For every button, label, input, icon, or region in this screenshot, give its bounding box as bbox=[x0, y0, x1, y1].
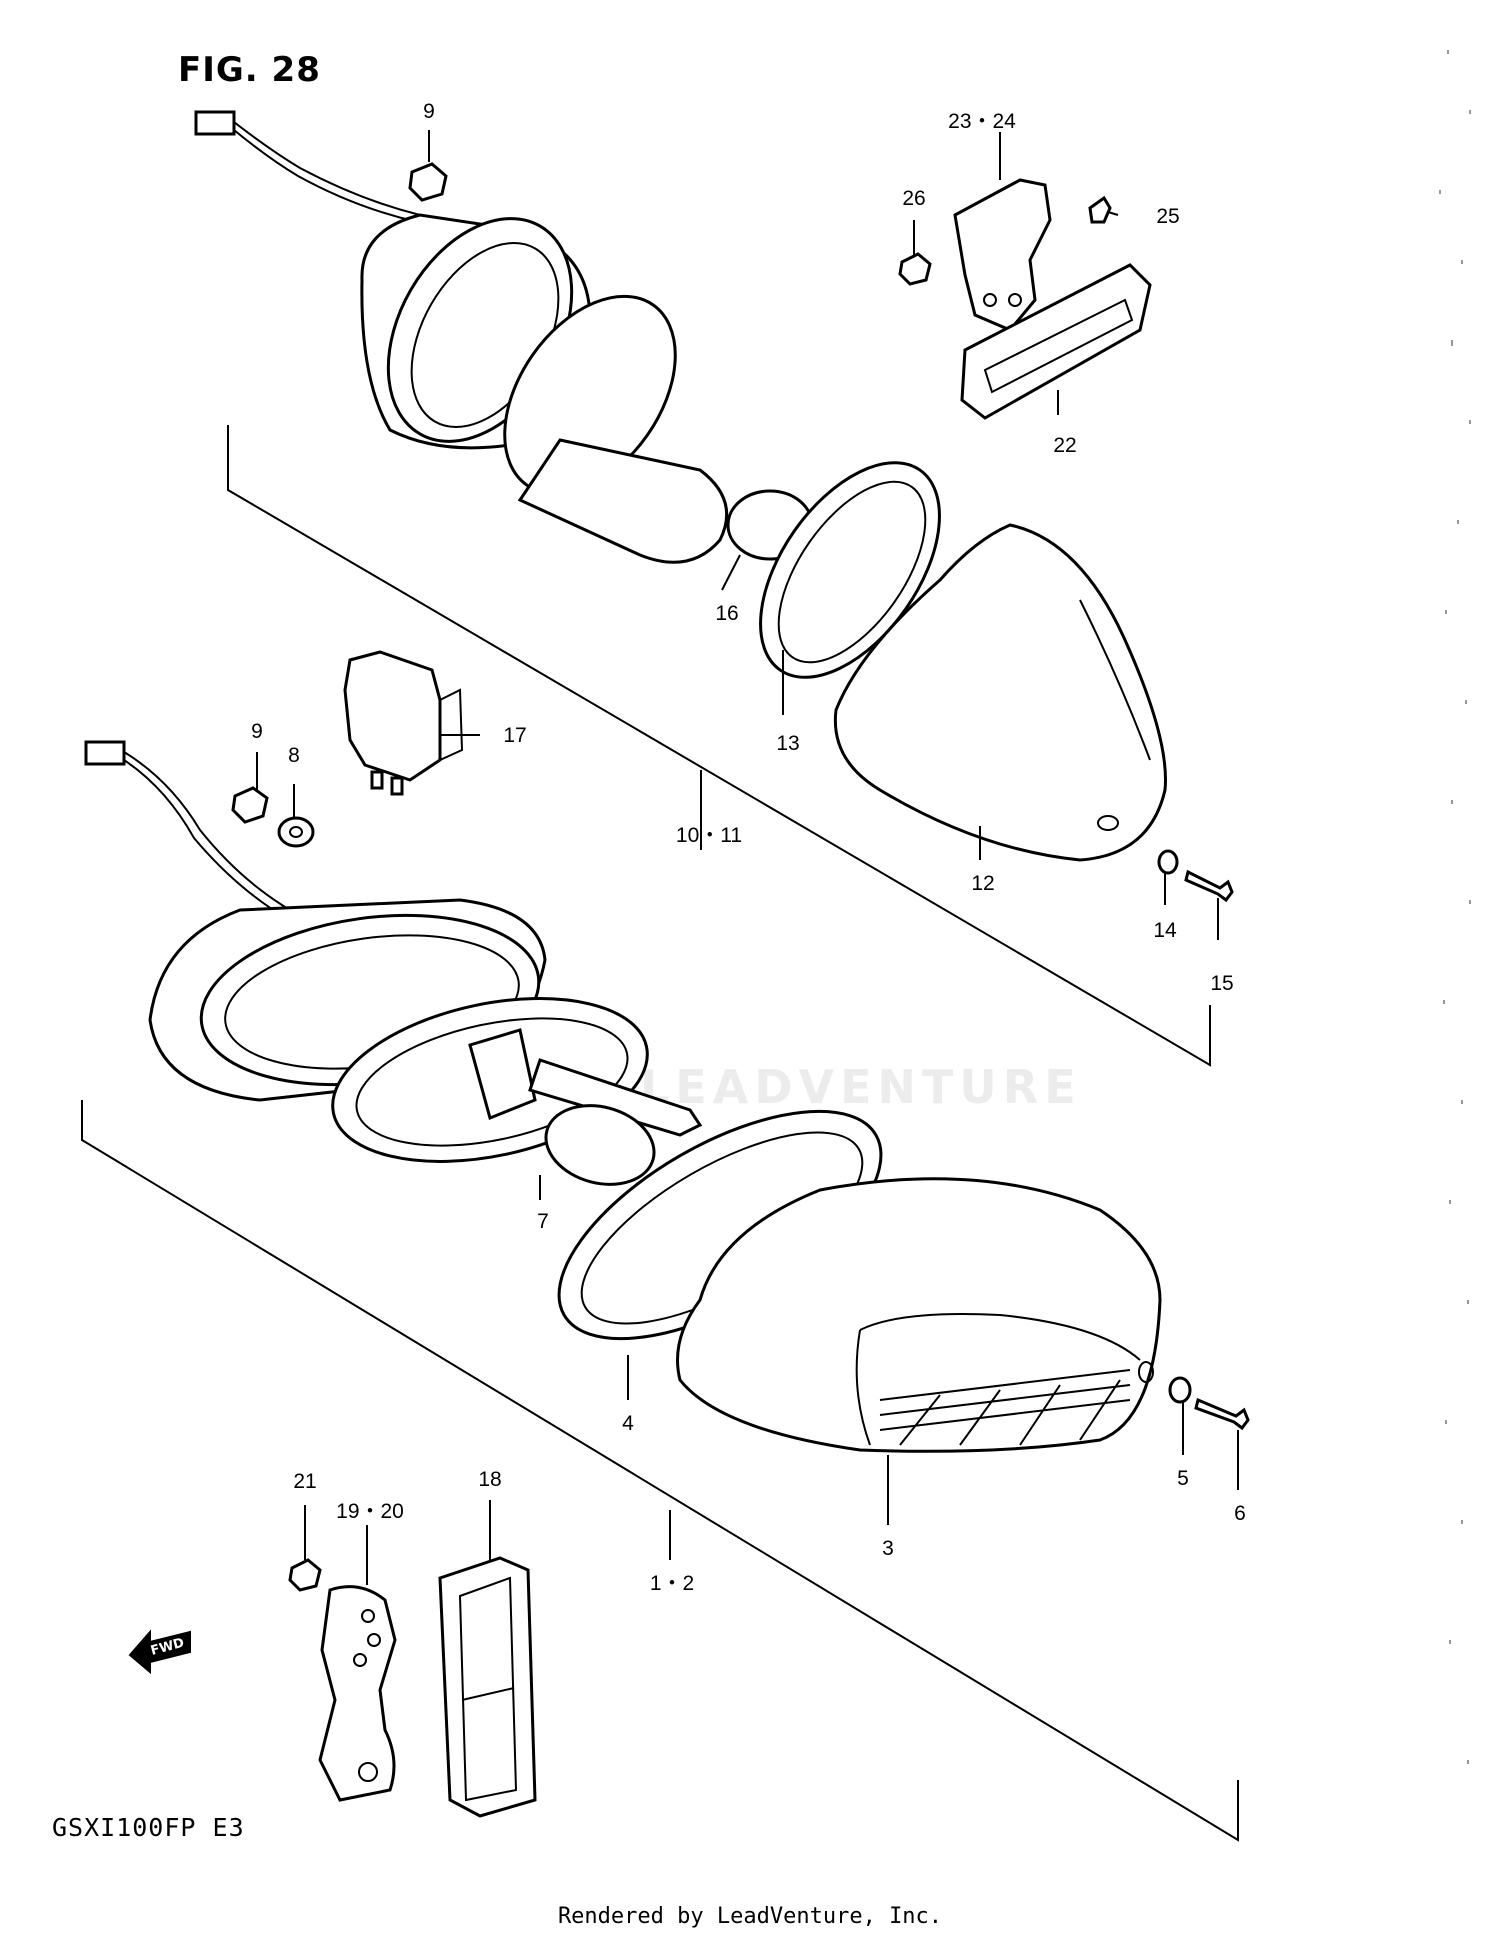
callout-15: 15 bbox=[1210, 972, 1233, 995]
callout-7: 7 bbox=[537, 1210, 549, 1233]
fwd-arrow-icon bbox=[128, 1629, 191, 1675]
callout-13: 13 bbox=[776, 732, 799, 755]
lens-3-grid bbox=[879, 1369, 1131, 1446]
figure-title: FIG. 28 bbox=[178, 50, 321, 90]
group-lines bbox=[81, 425, 1239, 1842]
model-code: GSXI100FP E3 bbox=[52, 1813, 245, 1842]
wire-upper bbox=[233, 121, 421, 216]
callout-3: 3 bbox=[882, 1537, 894, 1560]
nut-9-upper bbox=[408, 162, 448, 202]
lens-12-hole bbox=[1097, 815, 1119, 831]
callout-26: 26 bbox=[902, 187, 925, 210]
relay-17-terminal-a bbox=[370, 770, 384, 790]
nut-9-lower bbox=[231, 786, 269, 824]
rear-turn-signal-lower: FWD bbox=[84, 740, 1250, 1818]
bracket-19-20 bbox=[318, 1585, 397, 1802]
reflector-22 bbox=[960, 263, 1152, 420]
callout-21: 21 bbox=[293, 1470, 316, 1493]
socket-plate-lower bbox=[468, 1028, 537, 1121]
relay-17-terminal-b bbox=[390, 776, 404, 796]
socket-arm-lower bbox=[528, 1058, 703, 1137]
footer-credit: Rendered by LeadVenture, Inc. bbox=[557, 1904, 943, 1929]
callout-17: 17 bbox=[503, 724, 526, 747]
callout-16: 16 bbox=[715, 602, 738, 625]
reflector-18 bbox=[438, 1556, 537, 1818]
scan-edge-marks bbox=[1439, 50, 1471, 1764]
socket-upper bbox=[517, 438, 729, 564]
callout-22: 22 bbox=[1053, 434, 1076, 457]
screw-15 bbox=[1184, 869, 1234, 903]
leader-lines bbox=[256, 130, 1239, 1585]
wire-connector-upper bbox=[194, 110, 236, 136]
callout-14: 14 bbox=[1153, 919, 1177, 942]
washer-8 bbox=[277, 816, 315, 848]
wire-connector-lower bbox=[84, 740, 126, 766]
callout-8: 8 bbox=[288, 744, 300, 767]
watermark: LEADVENTURE bbox=[640, 1060, 1082, 1114]
rear-turn-signal-upper bbox=[194, 110, 1234, 903]
callouts: 9 23・24 26 25 22 16 13 17 9 8 10・11 12 1… bbox=[251, 100, 1246, 1595]
callout-9-lower: 9 bbox=[251, 720, 263, 743]
callout-5: 5 bbox=[1177, 1467, 1189, 1490]
nut-14 bbox=[1157, 849, 1179, 875]
callout-25: 25 bbox=[1156, 205, 1179, 228]
group-line-1-2 bbox=[81, 1100, 1239, 1842]
lens-12 bbox=[833, 523, 1167, 862]
callout-19-20: 19・20 bbox=[336, 1500, 404, 1523]
screw-25 bbox=[1088, 195, 1112, 224]
nut-26 bbox=[898, 252, 932, 286]
callout-23-24: 23・24 bbox=[948, 110, 1016, 133]
callout-6: 6 bbox=[1234, 1502, 1246, 1525]
callout-1-2: 1・2 bbox=[650, 1572, 694, 1595]
nut-21 bbox=[288, 1558, 322, 1592]
callout-12: 12 bbox=[971, 872, 994, 895]
bracket-23-24 bbox=[953, 178, 1052, 332]
callout-9-upper: 9 bbox=[423, 100, 435, 123]
socket-gasket-upper bbox=[503, 294, 677, 496]
bulb-7 bbox=[544, 1104, 656, 1186]
callout-4: 4 bbox=[622, 1412, 634, 1435]
group-line-10-11 bbox=[227, 425, 1211, 1067]
relay-17 bbox=[343, 650, 442, 782]
gasket-13 bbox=[759, 461, 941, 679]
screw-6 bbox=[1194, 1397, 1250, 1431]
washer-5 bbox=[1168, 1376, 1192, 1404]
callout-10-11: 10・11 bbox=[676, 824, 742, 847]
callout-18: 18 bbox=[478, 1468, 501, 1491]
